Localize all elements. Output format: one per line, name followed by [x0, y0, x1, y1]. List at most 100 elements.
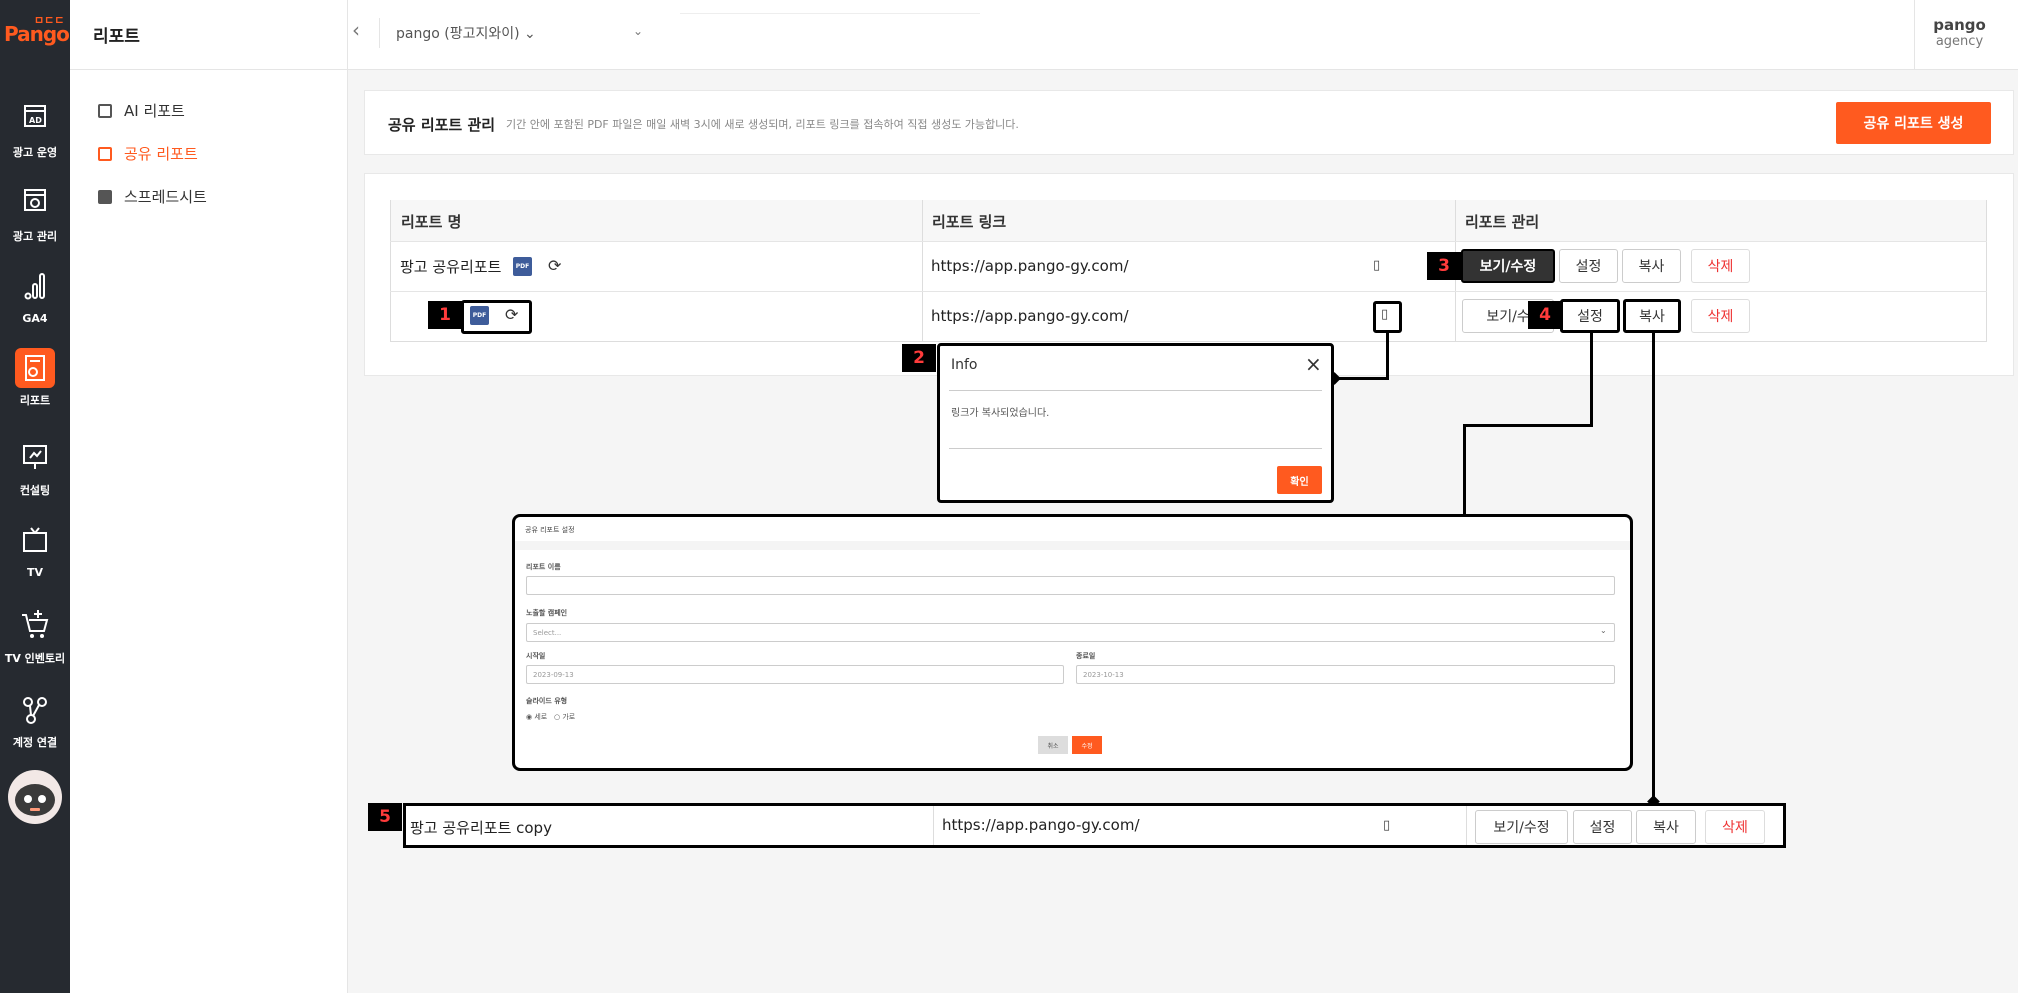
callout-number-5: 5 — [368, 803, 402, 831]
bar-chart-icon — [24, 273, 45, 300]
clipboard-icon[interactable]: ▯ — [1381, 307, 1389, 322]
col-header-link: 리포트 링크 — [922, 200, 1455, 242]
copy-button[interactable]: 복사 — [1636, 810, 1696, 844]
col-header-name: 리포트 명 — [391, 200, 922, 242]
rail-label: 컨설팅 — [19, 484, 51, 497]
report-name-label: 리포트 이름 — [526, 563, 561, 571]
settings-button[interactable]: 설정 — [1560, 299, 1620, 333]
modal-cancel-button[interactable]: 취소 — [1038, 736, 1068, 754]
start-date-value: 2023-09-13 — [533, 671, 574, 679]
refresh-icon[interactable]: ⟳ — [548, 256, 562, 275]
delete-button[interactable]: 삭제 — [1705, 810, 1765, 844]
consulting-icon — [23, 445, 47, 469]
divider — [922, 200, 923, 342]
rail-item-ad-ops[interactable]: AD 광고 운영 — [0, 100, 70, 172]
sidebar-item-label: AI 리포트 — [124, 102, 185, 120]
report-link[interactable]: https://app.pango-gy.com/ — [931, 307, 1129, 325]
chatbot-avatar[interactable] — [8, 770, 62, 824]
connector-line — [1386, 332, 1389, 379]
dropdown-chevron-icon[interactable]: ⌄ — [633, 24, 644, 38]
cart-plus-icon — [22, 610, 49, 638]
info-dialog — [937, 343, 1334, 503]
radio-vertical[interactable]: ◉ 세로 — [526, 713, 548, 721]
user-profile[interactable]: pango agency — [1914, 0, 2004, 70]
tv-icon — [23, 527, 47, 552]
report-link[interactable]: https://app.pango-gy.com/ — [942, 816, 1140, 834]
page-description: 기간 안에 포함된 PDF 파일은 매일 새벽 3시에 새로 생성되며, 리포트… — [506, 118, 1019, 131]
copy-button[interactable]: 복사 — [1623, 299, 1681, 333]
connector-line — [1333, 377, 1389, 380]
account-name: pango (팡고지와이) — [396, 26, 520, 42]
callout-box-2 — [1373, 301, 1402, 333]
delete-button[interactable]: 삭제 — [1691, 299, 1750, 333]
back-button[interactable]: ‹ — [352, 18, 380, 48]
copy-button[interactable]: 복사 — [1622, 249, 1681, 283]
start-date-label: 시작일 — [526, 652, 546, 660]
report-name: 팡고 공유리포트 copy — [410, 819, 552, 837]
settings-button[interactable]: 설정 — [1559, 249, 1618, 283]
radio-label: 세로 — [534, 713, 548, 721]
user-org: agency — [1935, 34, 1984, 49]
pdf-icon[interactable]: PDF — [513, 257, 532, 276]
chevron-down-icon: ⌄ — [1600, 626, 1607, 635]
divider — [949, 390, 1322, 391]
clipboard-icon[interactable]: ▯ — [1383, 818, 1391, 833]
divider — [933, 806, 934, 845]
report-link[interactable]: https://app.pango-gy.com/ — [931, 257, 1129, 275]
callout-number-1: 1 — [428, 301, 462, 329]
delete-button[interactable]: 삭제 — [1691, 249, 1750, 283]
rail-label: 광고 관리 — [12, 230, 58, 243]
chevron-down-icon: ⌄ — [524, 26, 536, 42]
dialog-ok-button[interactable]: 확인 — [1277, 466, 1322, 494]
page-title: 공유 리포트 관리 — [388, 116, 496, 134]
divider — [949, 448, 1322, 449]
pango-logo[interactable]: ㅁㄷㄷ Pango — [4, 12, 70, 52]
view-edit-button[interactable]: 보기/수정 — [1461, 249, 1555, 283]
sidebar-item-shared-report[interactable]: 공유 리포트 — [98, 143, 198, 164]
connector-line — [1463, 424, 1466, 518]
connector-line — [1590, 332, 1593, 427]
radio-horizontal[interactable]: ○ 가로 — [554, 713, 576, 721]
user-name: pango — [1933, 16, 1986, 34]
report-name-input[interactable] — [526, 576, 1615, 595]
campaign-placeholder: Select... — [533, 629, 562, 637]
rail-item-tv-inventory[interactable]: TV 인벤토리 — [0, 606, 70, 678]
modal-submit-button[interactable]: 수정 — [1072, 736, 1102, 754]
grid-icon — [98, 189, 112, 204]
clipboard-icon[interactable]: ▯ — [1373, 258, 1381, 273]
rail-item-tv[interactable]: TV — [0, 522, 70, 594]
account-selector[interactable]: pango (팡고지와이) ⌄ — [396, 23, 536, 43]
view-edit-button[interactable]: 보기/수정 — [1475, 810, 1568, 844]
start-date-input[interactable]: 2023-09-13 — [526, 665, 1064, 684]
divider — [1466, 806, 1467, 845]
gear-monitor-icon — [24, 189, 46, 211]
icon-rail — [0, 0, 70, 993]
sidebar-item-spreadsheet[interactable]: 스프레드시트 — [98, 186, 207, 207]
top-header — [348, 0, 2018, 70]
rail-item-consulting[interactable]: 컨설팅 — [0, 438, 70, 510]
refresh-icon[interactable]: ⟳ — [505, 305, 519, 324]
pdf-icon[interactable]: PDF — [470, 306, 489, 325]
sidebar-item-label: 스프레드시트 — [124, 188, 207, 206]
campaign-select[interactable]: Select... — [526, 623, 1615, 642]
create-shared-report-button[interactable]: 공유 리포트 생성 — [1836, 102, 1991, 144]
rail-item-report[interactable]: 리포트 — [0, 348, 70, 420]
rail-item-ad-manage[interactable]: 광고 관리 — [0, 184, 70, 256]
report-name: 팡고 공유리포트 — [400, 258, 502, 276]
settings-button[interactable]: 설정 — [1573, 810, 1632, 844]
callout-number-4: 4 — [1528, 301, 1562, 329]
close-icon[interactable]: × — [1305, 352, 1322, 376]
doc-icon — [98, 103, 112, 118]
robot-face-icon — [15, 784, 55, 816]
divider — [70, 69, 348, 70]
callout-box-1 — [461, 300, 532, 334]
callout-number-3: 3 — [1427, 252, 1461, 280]
callout-number-2: 2 — [902, 344, 936, 372]
rail-label: TV 인벤토리 — [4, 652, 66, 665]
rail-item-account-link[interactable]: 계정 연결 — [0, 690, 70, 762]
sidebar-item-ai-report[interactable]: AI 리포트 — [98, 100, 185, 121]
connector-line — [1652, 332, 1655, 801]
rail-label: TV — [26, 566, 44, 579]
end-date-input[interactable]: 2023-10-13 — [1076, 665, 1615, 684]
rail-item-ga4[interactable]: GA4 — [0, 268, 70, 340]
